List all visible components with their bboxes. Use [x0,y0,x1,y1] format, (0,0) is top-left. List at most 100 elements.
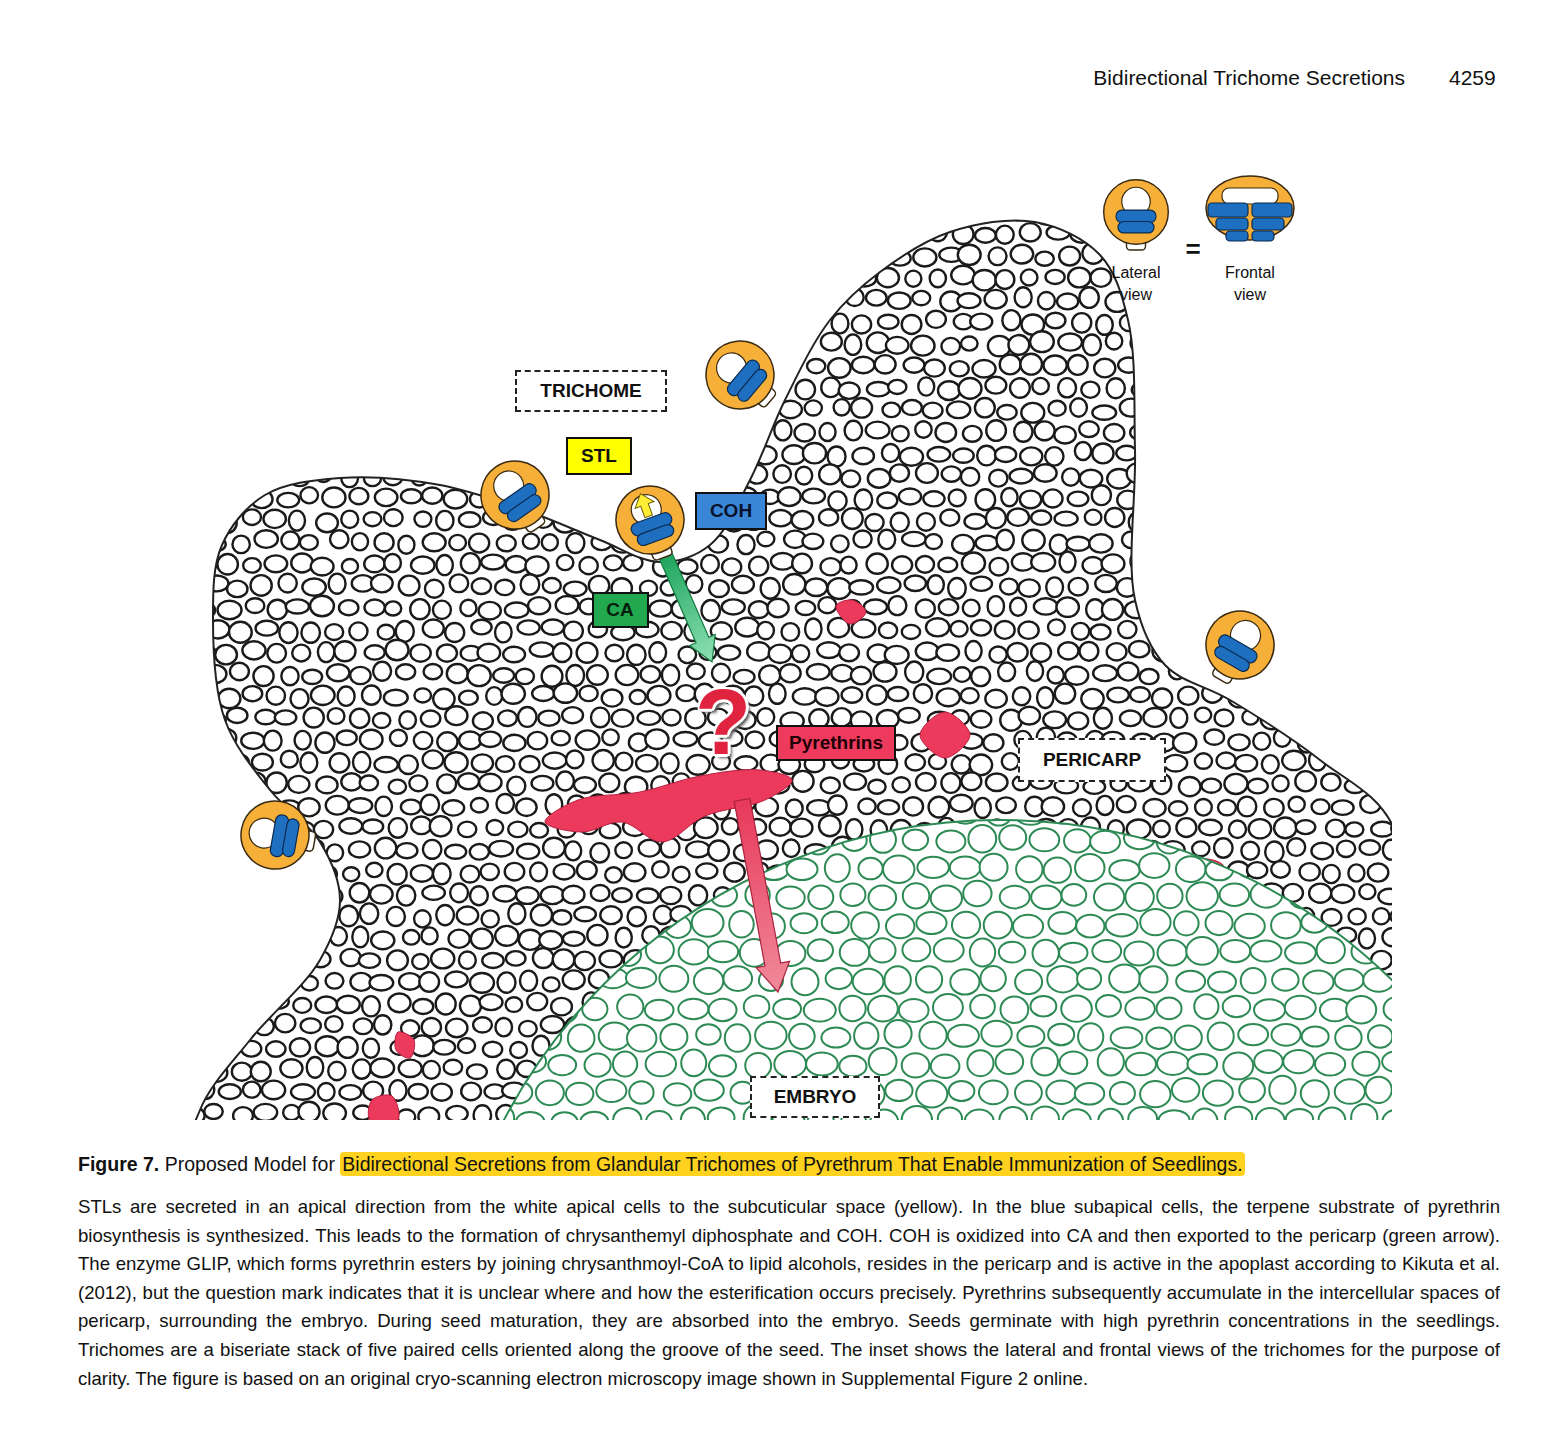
cell [803,443,826,463]
cell [1199,426,1222,442]
cell [785,227,804,246]
cell [792,248,811,265]
cell [498,710,517,726]
cell [263,510,285,528]
cell [1179,777,1201,796]
cell [1058,642,1078,659]
cell [384,554,401,572]
cell [301,623,320,643]
cell [1127,463,1147,483]
cell [747,289,770,305]
cell [701,203,722,218]
cell [1164,755,1187,772]
cell [1347,553,1366,571]
cell [1264,576,1282,592]
cell [227,581,247,597]
cell [1265,842,1283,863]
cell [1130,551,1149,572]
cell [912,291,930,305]
cell [493,356,512,374]
cell [575,337,597,354]
cell [316,1036,339,1056]
cell [435,333,454,350]
cell [413,292,432,306]
cell [624,863,646,881]
cell [423,750,444,768]
cell [185,381,190,401]
cell [185,1064,201,1079]
cell [802,489,825,504]
cell [1130,425,1151,440]
cell [477,337,499,356]
cell [737,272,754,288]
cell [1170,270,1187,287]
cell [425,580,444,598]
cell [868,780,885,794]
cell [424,664,443,679]
cell [418,354,442,374]
cell [591,708,610,728]
cell [1325,691,1343,706]
cell [1274,246,1291,263]
cell [628,907,646,926]
cell [1007,643,1027,662]
cell [277,316,297,330]
cell [185,509,190,525]
cell [1301,200,1319,218]
cell [1045,447,1063,465]
cell [674,732,698,746]
cell [195,730,212,747]
cell [669,293,692,310]
cell [1059,552,1075,573]
cell [1043,489,1063,507]
cell [377,450,398,464]
cell [191,511,213,527]
cell [244,245,266,261]
cell [412,333,428,350]
cell [315,997,337,1013]
cell [1035,252,1053,266]
cell [630,690,646,704]
cell [1138,402,1161,417]
cell [461,201,480,217]
cell [905,575,926,591]
cell [508,903,525,924]
cell [600,950,623,967]
cell [748,423,768,440]
cell [1086,203,1104,220]
cell [276,928,293,948]
cell [361,334,378,350]
cell [219,425,238,441]
cell [1195,799,1212,816]
cell [878,530,895,549]
cell [275,975,295,994]
cell [232,229,250,244]
cell [431,379,453,398]
cell [749,557,768,576]
cell [1068,355,1088,375]
cell [723,421,741,440]
cell [287,951,307,967]
cell [286,599,309,613]
cell [214,822,236,838]
cell [518,620,540,634]
cell [587,925,607,945]
cell [185,400,204,419]
cell [900,448,923,466]
cell [185,1042,191,1058]
cell [925,534,942,549]
cell [1034,598,1058,614]
cell [1106,333,1123,350]
cell [579,686,597,701]
cell [652,291,671,311]
cell [325,1016,342,1032]
cell [604,555,622,570]
cell [217,906,235,925]
cell [542,619,564,634]
cell [786,800,803,818]
cell [310,244,332,263]
cell [1169,222,1186,243]
cell [251,398,272,418]
cell [364,555,384,572]
cell [864,600,887,615]
